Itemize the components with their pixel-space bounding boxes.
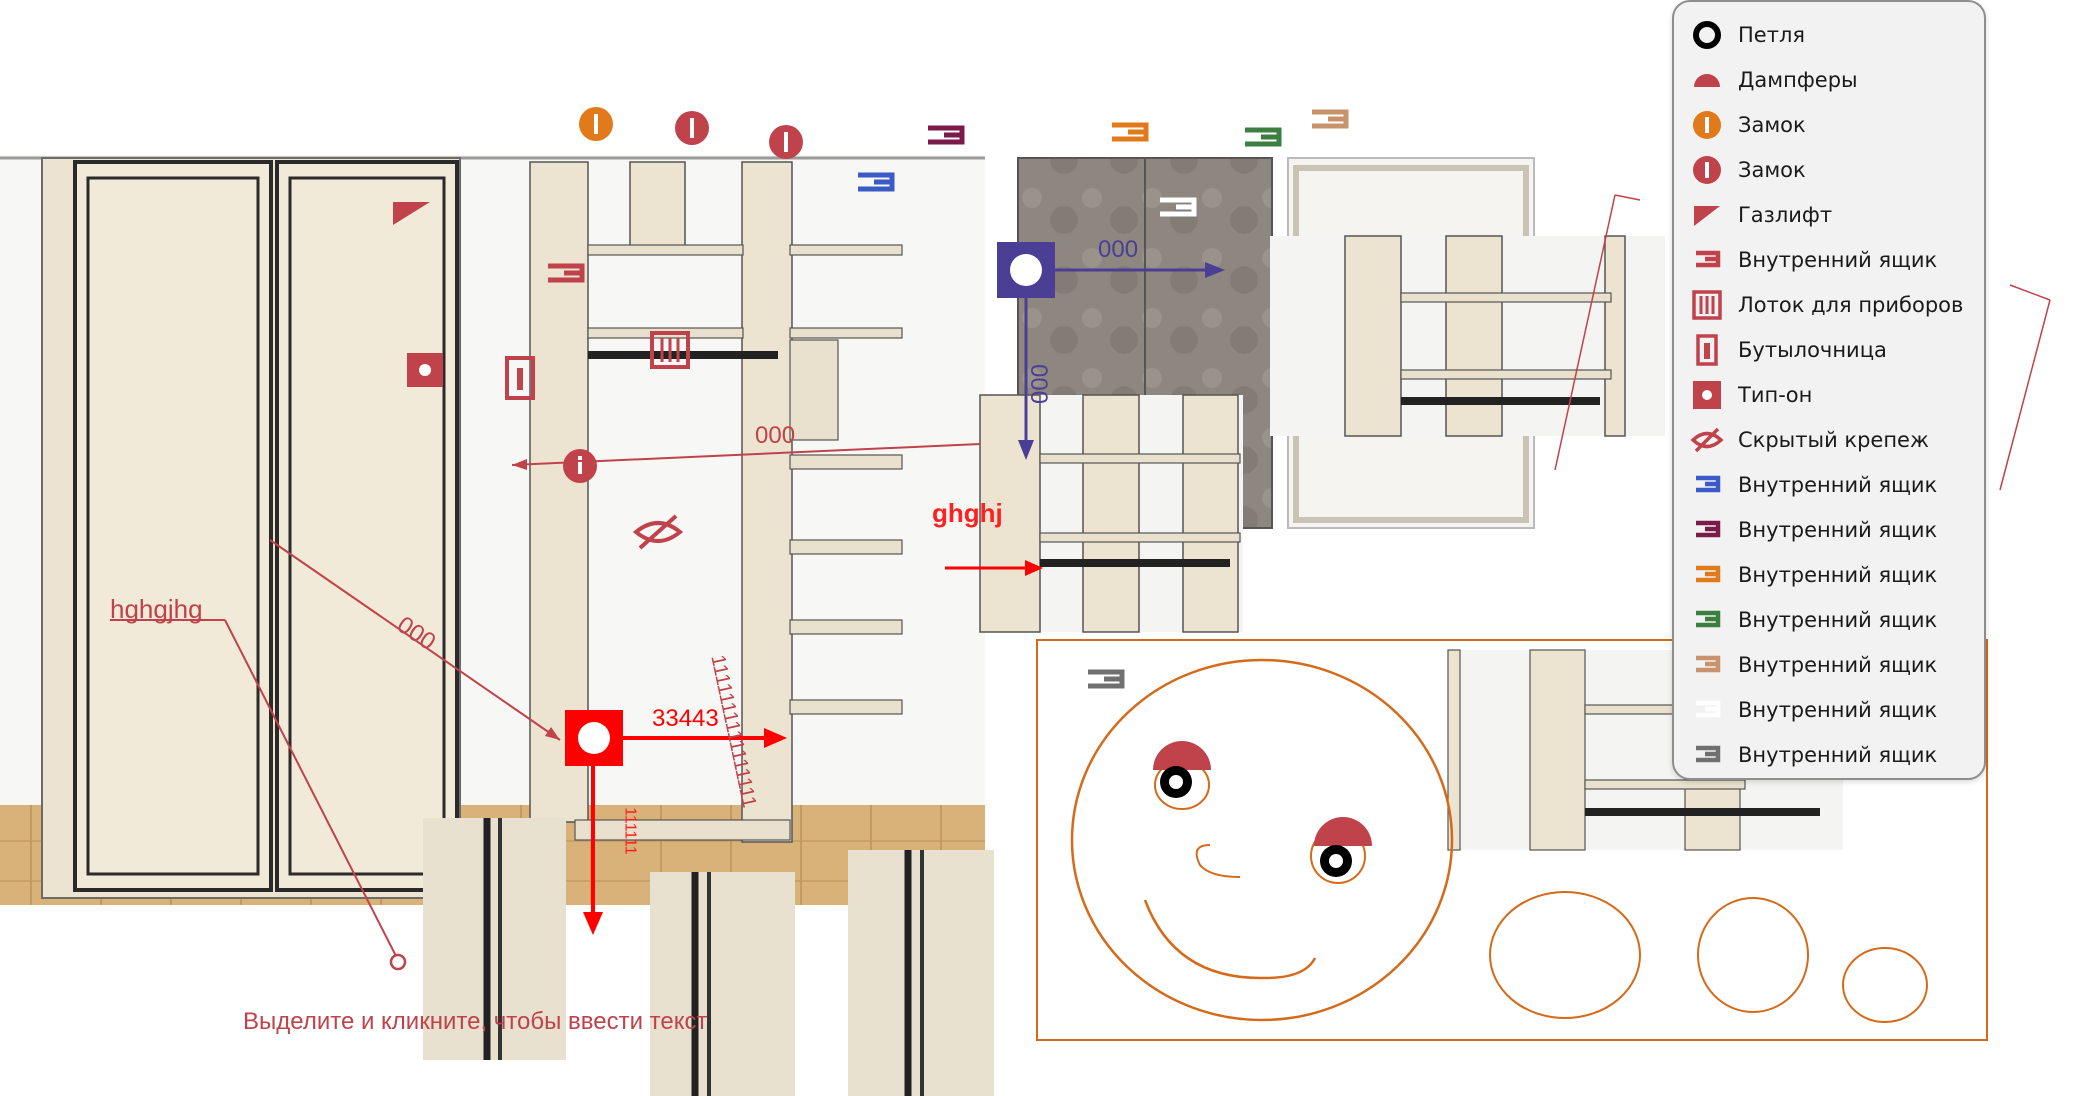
legend-item-label: Внутренний ящик [1738, 517, 1938, 542]
shelving-crop-b [979, 394, 1243, 633]
legend-item[interactable]: Внутренний ящик [1674, 597, 1984, 642]
wardrobe-render [0, 155, 985, 905]
hinge-marker-navy[interactable] [997, 242, 1055, 298]
legend-item[interactable]: Внутренний ящик [1674, 462, 1984, 507]
drawer-gray-icon [1690, 738, 1724, 772]
dimension-line-diagonal[interactable] [269, 539, 561, 741]
leader-line-far-right[interactable] [1999, 299, 2051, 491]
legend-item-label: Внутренний ящик [1738, 607, 1938, 632]
dimension-label-small-ones[interactable]: 111111 [621, 807, 639, 855]
legend-item[interactable]: Дампферы [1674, 57, 1984, 102]
legend-item-label: Скрытый крепеж [1738, 427, 1929, 452]
drawer-tan-marker[interactable] [1312, 109, 1349, 129]
lock-red-marker-2[interactable] [769, 125, 803, 159]
drawer-blue-marker[interactable] [858, 172, 895, 192]
legend-item[interactable]: Внутренний ящик [1674, 642, 1984, 687]
leader-anchor[interactable] [389, 953, 407, 971]
shelving-crop-a [1270, 235, 1665, 437]
drawer-purple-icon [1690, 513, 1724, 547]
cutlery-tray-icon [1690, 288, 1724, 322]
gaslift-marker[interactable] [393, 202, 430, 225]
gaslift-icon [1690, 198, 1724, 232]
lock-red-marker-1[interactable] [675, 111, 709, 145]
drawer-gray-marker[interactable] [1088, 669, 1125, 689]
damper-icon [1690, 63, 1724, 97]
info-marker[interactable] [563, 449, 597, 483]
legend-item[interactable]: Замок [1674, 102, 1984, 147]
drawer-red-marker[interactable] [548, 263, 585, 283]
annotation-label-hghj[interactable]: ghghj [932, 498, 1003, 528]
legend-item[interactable]: Внутренний ящик [1674, 687, 1984, 732]
dimension-label-33443[interactable]: 33443 [652, 705, 719, 732]
lock-orange-icon [1690, 108, 1724, 142]
drawer-purple-marker[interactable] [928, 125, 965, 145]
legend-item[interactable]: Газлифт [1674, 192, 1984, 237]
legend-item-label: Петля [1738, 22, 1805, 47]
legend-item-label: Дампферы [1738, 67, 1858, 92]
annotation-label-hghgjhg[interactable]: hghgjhg [110, 594, 203, 624]
legend-item[interactable]: Лоток для приборов [1674, 282, 1984, 327]
legend-item[interactable]: Внутренний ящик [1674, 237, 1984, 282]
tip-on-marker[interactable] [407, 353, 443, 387]
drawer-tan-icon [1690, 648, 1724, 682]
hinge-ring-icon [1690, 18, 1724, 52]
legend-item-label: Лоток для приборов [1738, 292, 1964, 317]
legend-item[interactable]: Тип-он [1674, 372, 1984, 417]
damper-eye-left[interactable] [1153, 741, 1211, 798]
bottle-holder-icon [1690, 333, 1724, 367]
dimension-label-navy-vertical[interactable]: 000 [1025, 363, 1053, 405]
legend-item-label: Газлифт [1738, 202, 1833, 227]
hidden-fastener-marker[interactable] [632, 514, 684, 550]
hidden-fastener-icon [1690, 423, 1724, 457]
legend-item[interactable]: Замок [1674, 147, 1984, 192]
detail-crop-3 [848, 850, 994, 1096]
legend-item[interactable]: Скрытый крепеж [1674, 417, 1984, 462]
legend-item[interactable]: Внутренний ящик [1674, 552, 1984, 597]
legend-item-label: Внутренний ящик [1738, 697, 1938, 722]
drawer-green-marker[interactable] [1245, 127, 1282, 147]
legend-item-label: Внутренний ящик [1738, 247, 1938, 272]
legend-item-label: Бутылочница [1738, 337, 1887, 362]
leader-line-right[interactable] [1554, 194, 1616, 471]
damper-eye-right[interactable] [1314, 817, 1372, 877]
drawer-green-icon [1690, 603, 1724, 637]
legend-item[interactable]: Петля [1674, 12, 1984, 57]
legend-item-label: Внутренний ящик [1738, 652, 1938, 677]
drawer-orange-marker[interactable] [1112, 122, 1149, 142]
drawer-orange-icon [1690, 558, 1724, 592]
detail-crop-1 [423, 818, 566, 1060]
dimension-label-navy-horizontal[interactable]: 000 [1098, 236, 1139, 263]
hint-text[interactable]: Выделите и кликните, чтобы ввести текст [243, 1008, 708, 1035]
legend-item[interactable]: Бутылочница [1674, 327, 1984, 372]
tip-on-icon [1690, 378, 1724, 412]
drawer-white-marker[interactable] [1160, 197, 1197, 217]
lock-orange-marker[interactable] [579, 107, 613, 141]
cutlery-tray-marker[interactable] [650, 331, 690, 369]
detail-crop-2 [650, 872, 795, 1096]
hinge-marker-red[interactable] [565, 710, 623, 766]
dimension-label-horizontal[interactable]: 000 [755, 422, 796, 449]
lock-red-icon [1690, 153, 1724, 187]
legend-item-label: Тип-он [1738, 382, 1813, 407]
legend-item-label: Внутренний ящик [1738, 562, 1938, 587]
legend-item-label: Замок [1738, 112, 1806, 137]
legend-item-label: Замок [1738, 157, 1806, 182]
legend-item-label: Внутренний ящик [1738, 472, 1938, 497]
drawer-blue-icon [1690, 468, 1724, 502]
legend-item-label: Внутренний ящик [1738, 742, 1938, 767]
drawer-white-icon [1690, 693, 1724, 727]
drawer-red-icon [1690, 243, 1724, 277]
legend-item[interactable]: Внутренний ящик [1674, 732, 1984, 777]
bottle-holder-marker[interactable] [505, 356, 535, 400]
legend-item[interactable]: Внутренний ящик [1674, 507, 1984, 552]
